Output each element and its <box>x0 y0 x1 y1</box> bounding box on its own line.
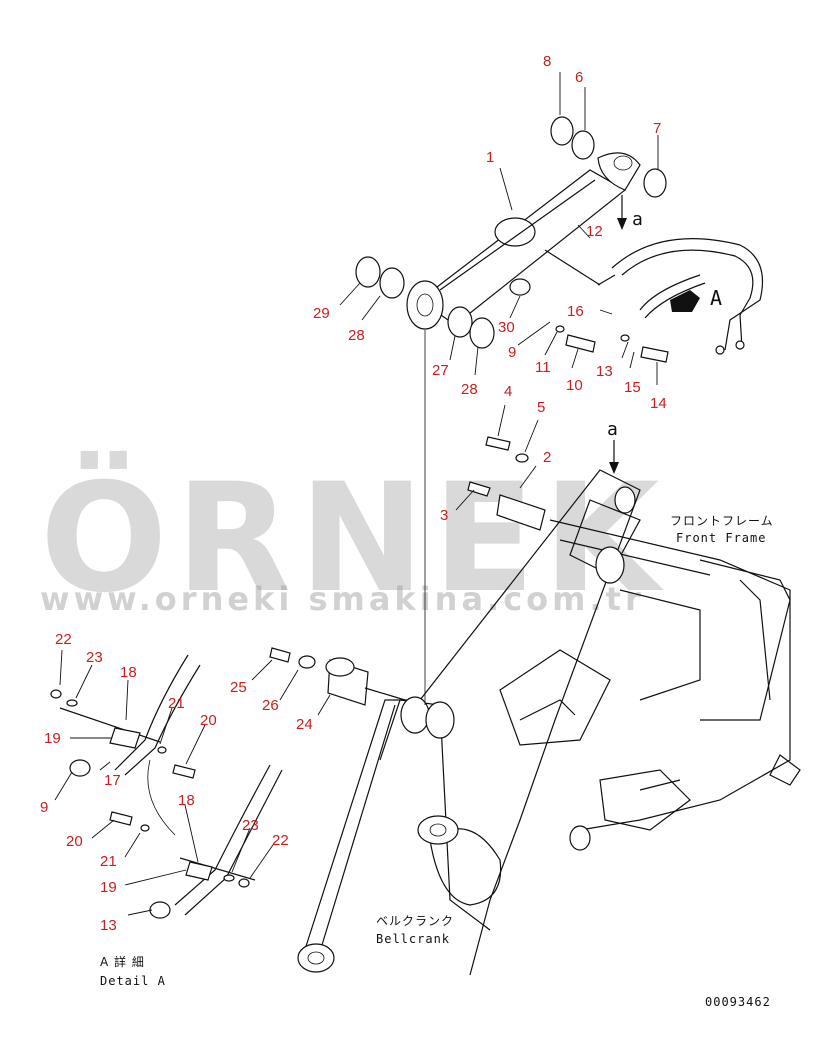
callout-30: 30 <box>498 319 515 336</box>
callout-17: 17 <box>104 772 121 789</box>
callout-28-detail: 28 <box>461 381 478 398</box>
watermark-url: www.orneki smakina.com.tr <box>40 580 645 618</box>
callout-4: 4 <box>504 383 512 400</box>
lift-cylinder <box>406 152 641 330</box>
front-frame-label-en: Front Frame <box>676 531 766 545</box>
callout-1: 1 <box>486 149 494 166</box>
callout-29: 29 <box>313 305 330 322</box>
callout-16: 16 <box>567 303 584 320</box>
front-frame <box>297 469 801 976</box>
callout-23-top: 23 <box>86 649 103 666</box>
callouts: 1 2 3 4 5 6 7 8 9 9 10 11 12 13 13 14 15… <box>40 53 667 934</box>
callout-20-top: 20 <box>200 712 217 729</box>
callout-2: 2 <box>543 449 551 466</box>
bellcrank-label-en: Bellcrank <box>376 932 450 946</box>
callout-22-top: 22 <box>55 631 72 648</box>
callout-28-top: 28 <box>348 327 365 344</box>
leader-lines <box>54 72 659 916</box>
detail-a <box>50 654 283 919</box>
callout-20-detail: 20 <box>66 833 83 850</box>
callout-13-top: 13 <box>596 363 613 380</box>
detail-label-en: Detail A <box>100 974 166 988</box>
callout-22-detail: 22 <box>272 832 289 849</box>
fasteners <box>467 278 669 531</box>
callout-3: 3 <box>440 507 448 524</box>
callout-13-detail: 13 <box>100 917 117 934</box>
callout-21-top: 21 <box>168 695 185 712</box>
watermark: ÖRNEK www.orneki smakina.com.tr <box>40 450 667 626</box>
callout-10: 10 <box>566 377 583 394</box>
bellcrank-label-jp: ベルクランク <box>376 914 454 928</box>
callout-24: 24 <box>296 716 313 733</box>
watermark-brand: ÖRNEK <box>40 450 667 626</box>
detail-label-jp: A 詳 細 <box>100 954 145 969</box>
callout-9-top: 9 <box>508 344 516 361</box>
washers-top <box>355 116 667 349</box>
callout-18-detail: 18 <box>178 792 195 809</box>
callout-7: 7 <box>653 120 661 137</box>
callout-14: 14 <box>650 395 667 412</box>
callout-21-detail: 21 <box>100 853 117 870</box>
callout-5: 5 <box>537 399 545 416</box>
callout-8: 8 <box>543 53 551 70</box>
callout-9-detail: 9 <box>40 799 48 816</box>
drawing-number: 00093462 <box>705 995 771 1009</box>
view-a-mid: a <box>607 419 619 440</box>
view-markers: a a A <box>607 195 723 474</box>
callout-18-top: 18 <box>120 664 137 681</box>
callout-23-detail: 23 <box>242 817 259 834</box>
callout-12: 12 <box>586 223 603 240</box>
view-A-arrow: A <box>710 286 723 310</box>
pin-assembly <box>269 647 406 706</box>
callout-19-top: 19 <box>44 730 61 747</box>
callout-26: 26 <box>262 697 279 714</box>
hoses <box>597 238 764 355</box>
callout-25: 25 <box>230 679 247 696</box>
view-a-top: a <box>632 209 644 230</box>
callout-6: 6 <box>575 69 583 86</box>
front-frame-label-jp: フロントフレーム <box>670 514 774 528</box>
callout-11: 11 <box>535 359 551 376</box>
callout-19-detail: 19 <box>100 879 117 896</box>
component-labels: フロントフレーム Front Frame ベルクランク Bellcrank A … <box>100 514 774 1009</box>
callout-15: 15 <box>624 379 641 396</box>
callout-27: 27 <box>432 362 449 379</box>
